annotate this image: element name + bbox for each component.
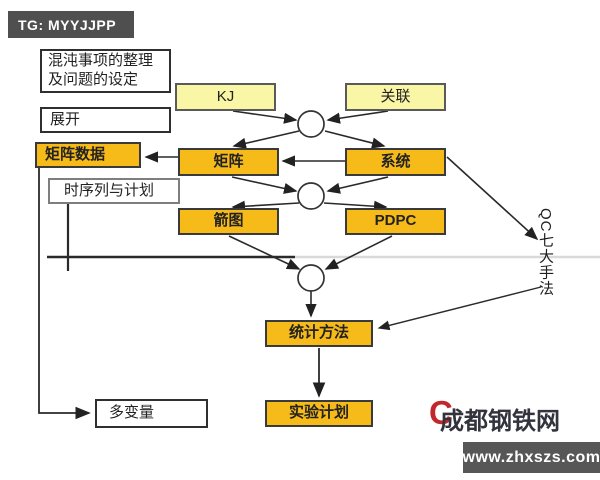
node-matrix: 矩阵 xyxy=(178,148,279,176)
matrix-to-junction2-arrow xyxy=(231,176,298,194)
qc-seven-tools-label: QC七大手法 xyxy=(537,208,554,297)
system-to-junction2-arrow xyxy=(326,176,389,194)
expand-box: 展开 xyxy=(40,107,171,133)
watermark-logo-icon: C xyxy=(429,394,453,431)
node-system: 系统 xyxy=(345,148,446,176)
time-series-plan-box: 时序列与计划 xyxy=(48,178,180,204)
kj-to-junction1-arrow xyxy=(232,110,298,124)
node-kj: KJ xyxy=(175,83,276,111)
watermark-site-name: 成都钢铁网 xyxy=(440,408,560,435)
node-relation: 关联 xyxy=(345,83,446,111)
pdpc-to-junction3-arrow xyxy=(324,235,393,270)
junction3-circle xyxy=(297,264,325,292)
junction1-to-system-arrow xyxy=(324,130,386,149)
junction2-to-pdpc-arrow xyxy=(323,200,388,212)
watermark-url-bar: www.zhxszs.com xyxy=(463,442,600,473)
node-pdpc: PDPC xyxy=(345,208,446,235)
relation-to-junction1-arrow xyxy=(326,110,389,124)
node-statistics: 统计方法 xyxy=(265,320,373,347)
junction2-to-arrow-diagram-arrow xyxy=(231,200,300,212)
chaos-setup-line2: 及问题的设定 xyxy=(48,71,139,88)
matrix-data-box: 矩阵数据 xyxy=(35,142,141,168)
multivariate-box: 多变量 xyxy=(95,399,208,428)
corner-tag: TG: MYYJJPP xyxy=(8,11,134,38)
arrow-diagram-to-junction3-arrow xyxy=(228,235,301,270)
junction1-circle xyxy=(297,110,325,138)
junction1-to-matrix-arrow xyxy=(232,130,300,149)
node-arrow-diagram: 箭图 xyxy=(178,208,279,235)
matrix-data-to-multivariate-arrow xyxy=(38,168,91,420)
node-experiment-plan: 实验计划 xyxy=(265,400,373,427)
chaos-setup-line1: 混沌事项的整理 xyxy=(48,52,154,70)
qc-label-to-statistics-arrow xyxy=(377,286,542,331)
system-to-qc-label-arrow xyxy=(446,156,539,241)
junction2-circle xyxy=(297,182,325,210)
chaos-setup-box: 混沌事项的整理 及问题的设定 xyxy=(40,49,171,93)
